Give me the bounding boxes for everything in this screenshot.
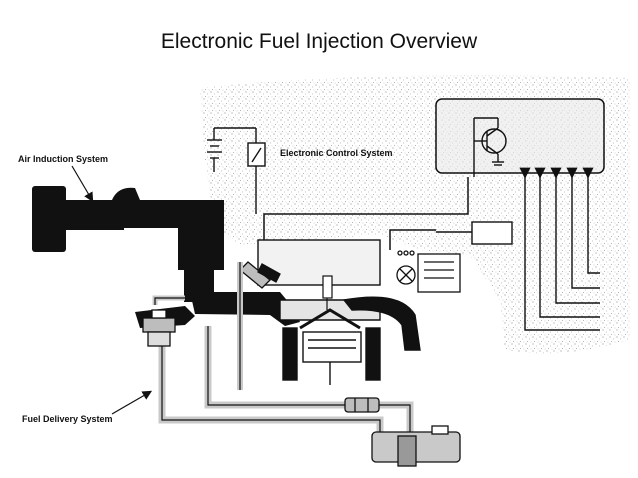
fuel-injector-icon (239, 261, 281, 289)
engine-block (257, 239, 421, 385)
air-induction-label: Air Induction System (18, 154, 108, 164)
transistor-icon (473, 117, 507, 177)
fuel-delivery-arrow (111, 390, 153, 415)
ecu-box (435, 98, 605, 174)
fuel-filter-icon (344, 397, 380, 413)
battery-icon (207, 127, 257, 172)
spark-plug-icon (322, 275, 333, 310)
air-intake-duct (32, 186, 300, 328)
slide-title: Electronic Fuel Injection Overview (160, 30, 478, 53)
distributor-icon (396, 250, 461, 293)
pressure-regulator-icon (142, 309, 176, 347)
fuel-delivery-label: Fuel Delivery System (22, 414, 113, 424)
fuel-lines (152, 262, 414, 440)
control-system-label: Electronic Control System (280, 148, 393, 158)
fuel-tank-icon (371, 425, 461, 467)
sensor-module-box (471, 221, 513, 245)
relay-switch-icon (247, 142, 266, 214)
sensor-signal-lines (519, 167, 600, 331)
air-induction-arrow (71, 165, 94, 203)
